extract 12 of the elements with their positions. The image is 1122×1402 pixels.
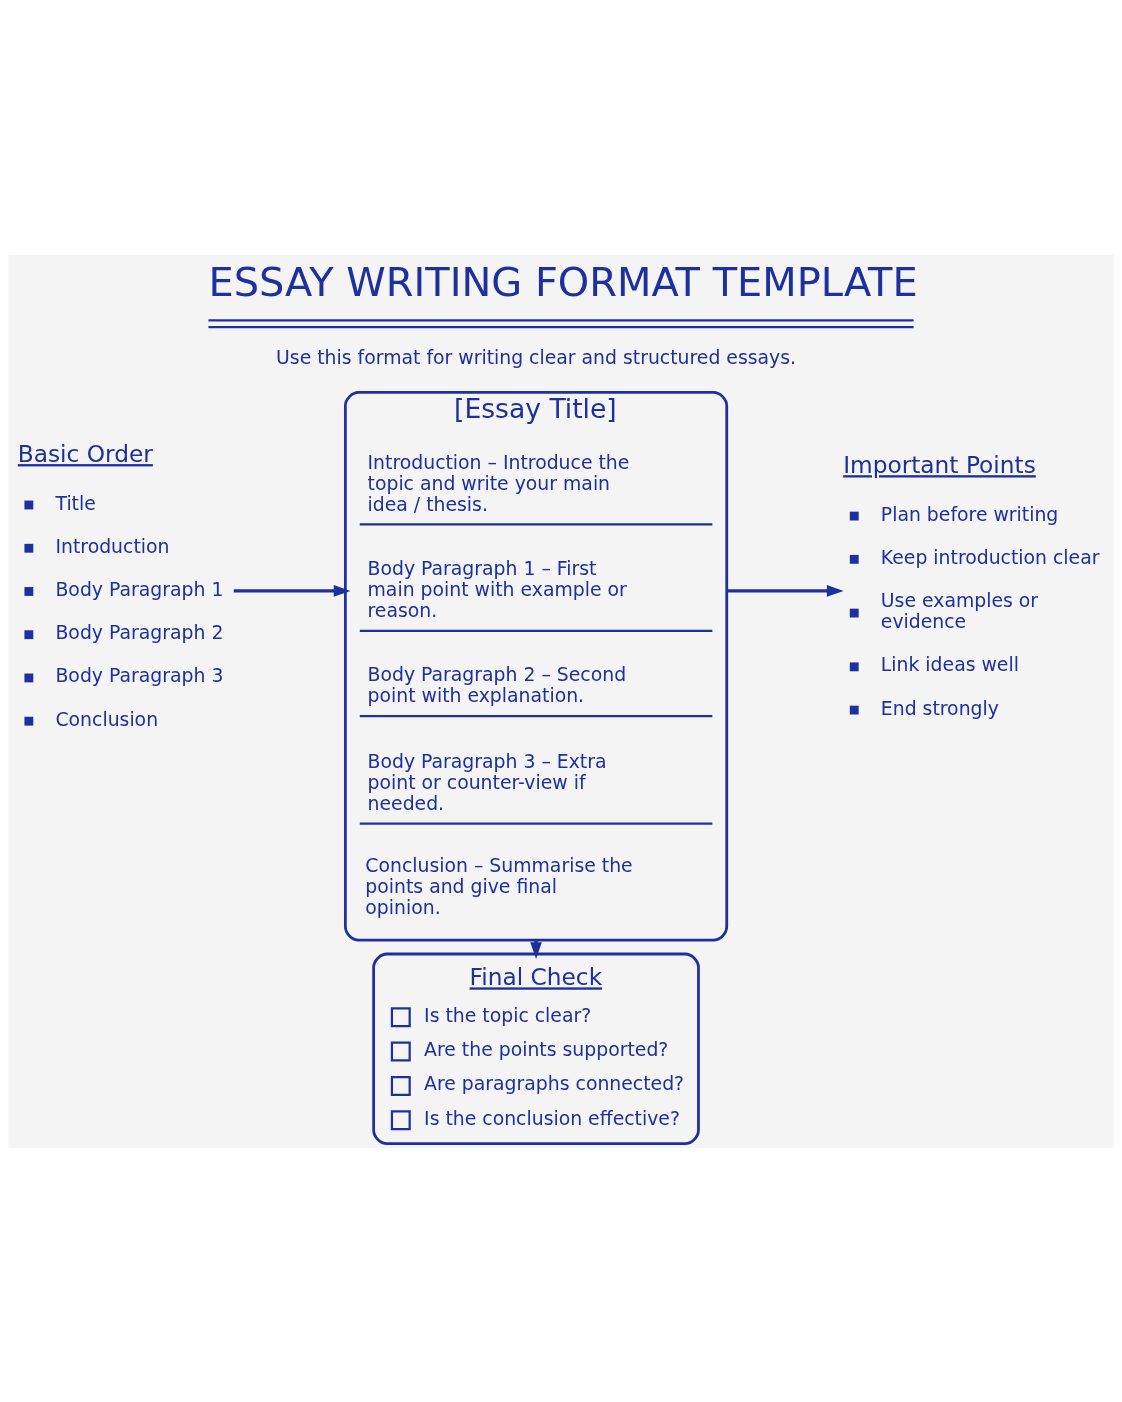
node-text: Body Paragraph 3 – Extra point or counter-view if needed. xyxy=(367,750,607,814)
arrow xyxy=(233,584,351,597)
node-box: Final Check Is the topic clear? Are the points supported? Are paragraphs connected? Is the conclusion effective? xyxy=(372,952,700,1145)
arrow xyxy=(726,584,844,597)
label: Use this format for writing clear and structured essays. xyxy=(276,346,797,368)
node-text: Introduction – Introduce the topic and write your main idea / thesis. xyxy=(367,451,630,515)
node-text: Conclusion – Summarise the points and give final opinion. xyxy=(365,854,633,918)
node-text: Important Points Plan before writing Keep introduction clear Use examples or evidence Link ideas well End strongly xyxy=(843,450,1100,719)
node-text: Basic Order Title Introduction Body Paragraph 1 Body Paragraph 2 Body Paragraph 3 Conclusion xyxy=(17,439,224,730)
node-text: Body Paragraph 2 – Second point with explanation. xyxy=(367,663,627,706)
diagram-title: ESSAY WRITING FORMAT TEMPLATE xyxy=(208,258,918,305)
node-text: Body Paragraph 1 – First main point with example or reason. xyxy=(367,557,627,621)
